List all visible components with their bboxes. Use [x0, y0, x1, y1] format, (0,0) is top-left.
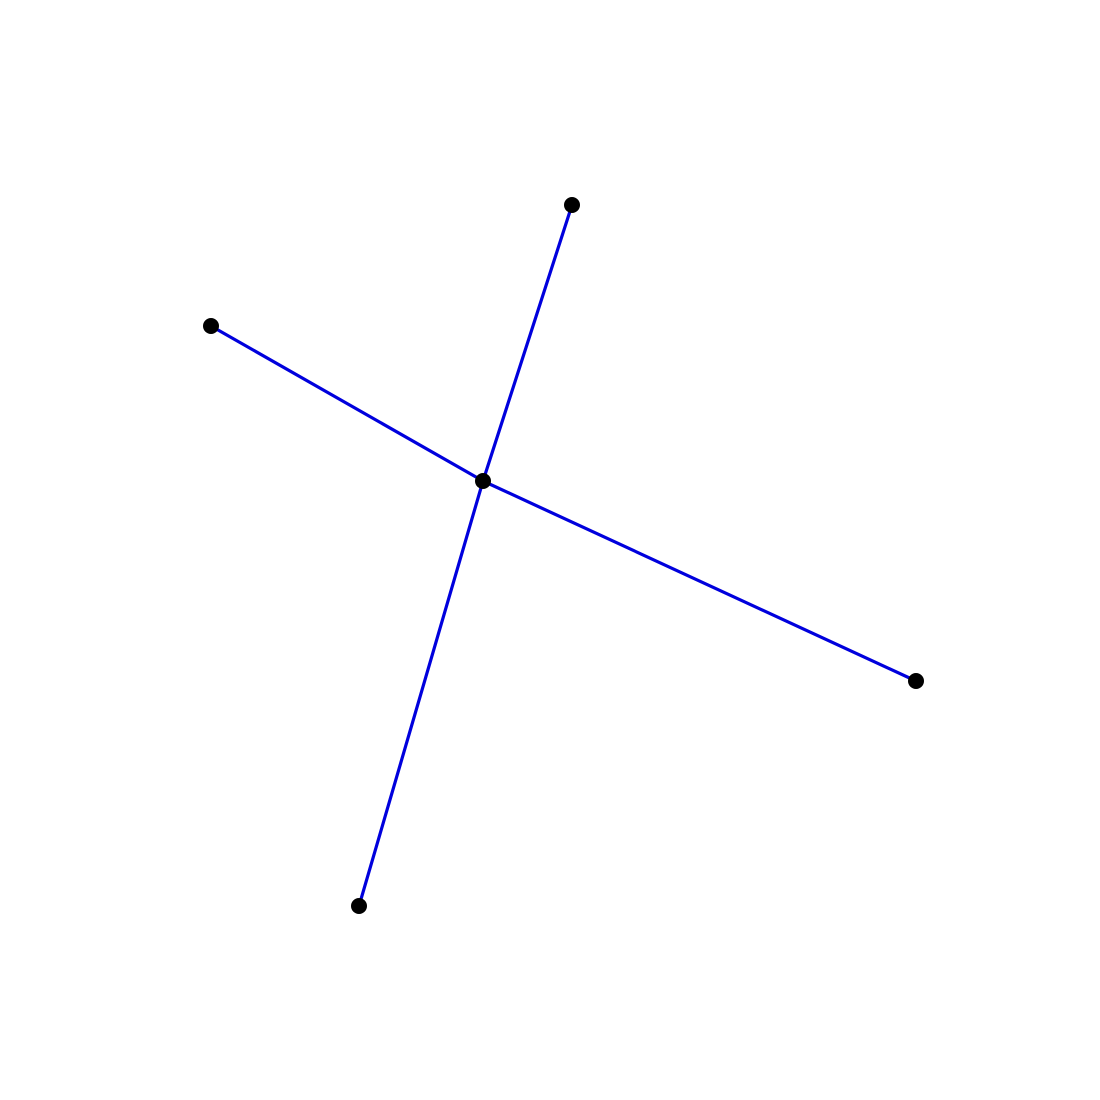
node-top	[564, 197, 580, 213]
nodes-layer	[203, 197, 924, 914]
edge-center-top	[481, 203, 574, 483]
node-bottom	[351, 898, 367, 914]
edge-center-right	[481, 479, 918, 683]
node-left	[203, 318, 219, 334]
edges-layer	[209, 203, 918, 908]
edge-center-left	[209, 324, 485, 483]
node-center	[475, 473, 491, 489]
edge-center-bottom	[357, 479, 485, 908]
node-right	[908, 673, 924, 689]
